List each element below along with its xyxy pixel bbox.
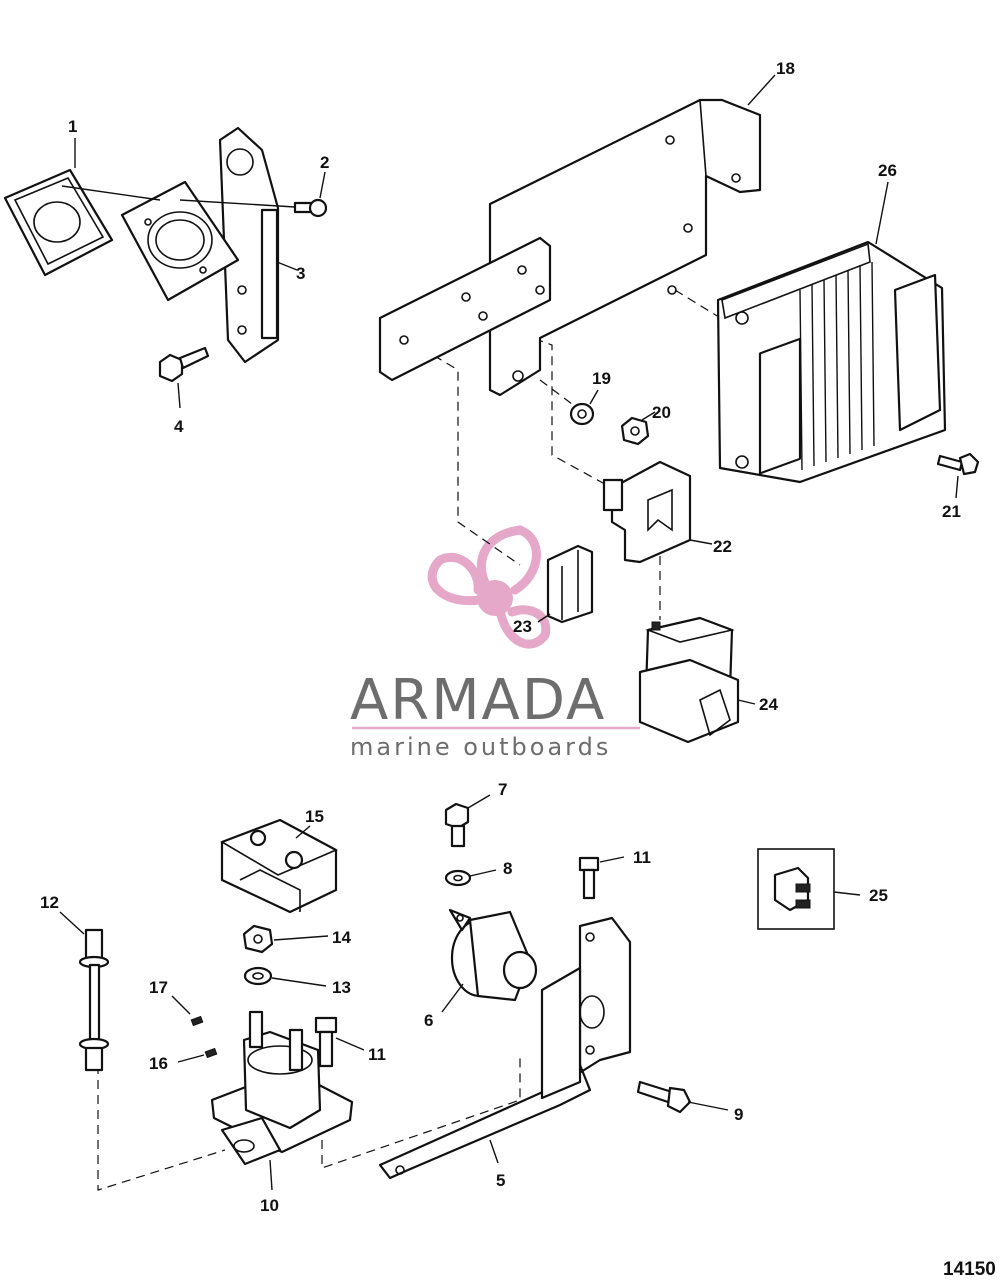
part-25-fuse [757,848,861,930]
assembly-lines [97,289,741,1191]
callout-7: 7 [498,780,507,799]
callout-13: 13 [332,978,351,997]
part-7-bolt [444,794,491,848]
callout-21: 21 [942,502,961,521]
callout-11-upper: 11 [633,848,651,867]
callout-1: 1 [68,117,77,136]
part-24-relay [638,616,756,744]
callout-16: 16 [149,1054,168,1073]
callout-26: 26 [878,161,897,180]
part-12-stud [59,911,110,1072]
callout-9: 9 [734,1105,743,1124]
part-17-pin [171,995,204,1027]
part-11-screw-upper [578,856,625,900]
part-9-screw [636,1080,729,1114]
callout-2: 2 [320,153,329,172]
part-18-ecm-bracket [378,74,776,397]
part-8-washer [444,869,497,887]
callout-15: 15 [305,807,324,826]
callout-4: 4 [174,417,184,436]
callout-14: 14 [332,928,351,947]
part-21-screw [936,452,980,499]
figure-number: 14150 [943,1259,996,1280]
watermark-brand: ARMADA [350,668,606,733]
callout-23: 23 [513,617,532,636]
square-flange [61,180,296,302]
callout-17: 17 [149,978,168,997]
callout-24: 24 [759,695,778,714]
callout-labels: 1 2 3 4 5 6 7 8 9 10 11 11 12 13 14 15 1… [40,59,961,1215]
part-22-relay-clip [602,460,713,564]
callout-19: 19 [592,369,611,388]
part-11-screw-lower [314,1016,365,1068]
part-10-solenoid [210,1010,354,1191]
part-6-solenoid [441,908,538,1013]
part-3-bracket [218,126,298,364]
callout-20: 20 [652,403,671,422]
part-20-nut [620,411,656,446]
callout-22: 22 [713,537,732,556]
part-4-bolt [158,346,210,409]
callout-18: 18 [776,59,795,78]
part-23-small-clip [537,544,594,624]
callout-6: 6 [424,1011,433,1030]
armada-watermark: ARMADA marine outboards [350,525,640,761]
part-13-washer [243,966,327,987]
callout-3: 3 [296,264,305,283]
callout-12: 12 [40,893,59,912]
callout-10: 10 [260,1196,279,1215]
watermark-tagline: marine outboards [350,733,611,761]
part-1-gasket [3,138,114,277]
callout-5: 5 [496,1171,505,1190]
part-15-cover [220,818,338,914]
propeller-logo-icon [427,525,551,649]
callout-25: 25 [869,886,888,905]
part-19-washer [569,389,599,426]
part-5-bracket [378,916,632,1180]
callout-11-lower: 11 [368,1045,386,1064]
part-2-screw [293,171,328,218]
part-26-ecm-module [716,181,947,484]
callout-8: 8 [503,859,512,878]
part-16-pin [177,1047,218,1063]
part-14-nut [242,924,329,954]
